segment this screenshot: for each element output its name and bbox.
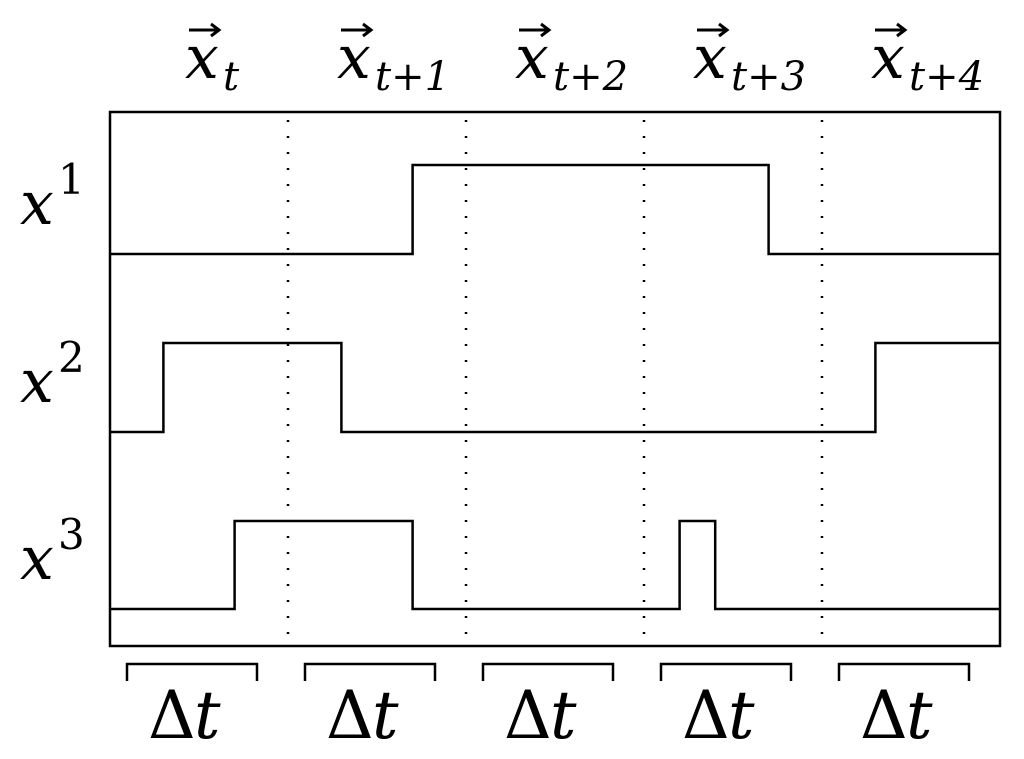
signal-waveform xyxy=(110,519,1000,611)
delta-symbol: Δ xyxy=(504,677,552,754)
signal-superscript: 1 xyxy=(58,155,85,204)
diagram-frame xyxy=(108,110,1002,648)
bracket-line xyxy=(125,662,259,681)
time-subscript: t+4 xyxy=(909,54,984,100)
time-subscript: t xyxy=(223,54,240,100)
delta-variable: t xyxy=(728,677,755,754)
delta-symbol: Δ xyxy=(148,677,196,754)
signal-symbol: x xyxy=(20,347,54,417)
interval-bracket: Δt xyxy=(481,662,615,754)
vector-arrow-icon xyxy=(875,22,908,38)
vector-arrow-icon xyxy=(341,22,374,38)
interval-bracket: Δt xyxy=(125,662,259,754)
vector-arrow-icon xyxy=(189,22,222,38)
delta-variable: t xyxy=(372,677,399,754)
signal-symbol: x xyxy=(20,169,54,239)
interval-bracket: Δt xyxy=(659,662,793,754)
bracket-line xyxy=(303,662,437,681)
signal-waveform xyxy=(110,341,1000,434)
time-subscript: t+2 xyxy=(553,54,628,100)
delta-symbol: Δ xyxy=(326,677,374,754)
time-subscript: t+3 xyxy=(731,54,806,100)
bracket-line xyxy=(481,662,615,681)
interval-separators xyxy=(286,120,824,636)
interval-bracket: Δt xyxy=(303,662,437,754)
signal-superscript: 2 xyxy=(58,333,85,382)
bracket-line xyxy=(659,662,793,681)
delta-symbol: Δ xyxy=(860,677,908,754)
vector-arrow-icon xyxy=(697,22,730,38)
signal-superscript: 3 xyxy=(58,510,85,559)
signal-waveforms xyxy=(110,163,1000,611)
delta-variable: t xyxy=(194,677,221,754)
delta-symbol: Δ xyxy=(682,677,730,754)
delta-variable: t xyxy=(550,677,577,754)
interval-bracket: Δt xyxy=(837,662,971,754)
signal-waveform xyxy=(110,163,1000,256)
bracket-line xyxy=(837,662,971,681)
vector-arrow-icon xyxy=(519,22,552,38)
signal-symbol: x xyxy=(20,524,54,594)
delta-variable: t xyxy=(906,677,933,754)
time-subscript: t+1 xyxy=(375,54,450,100)
